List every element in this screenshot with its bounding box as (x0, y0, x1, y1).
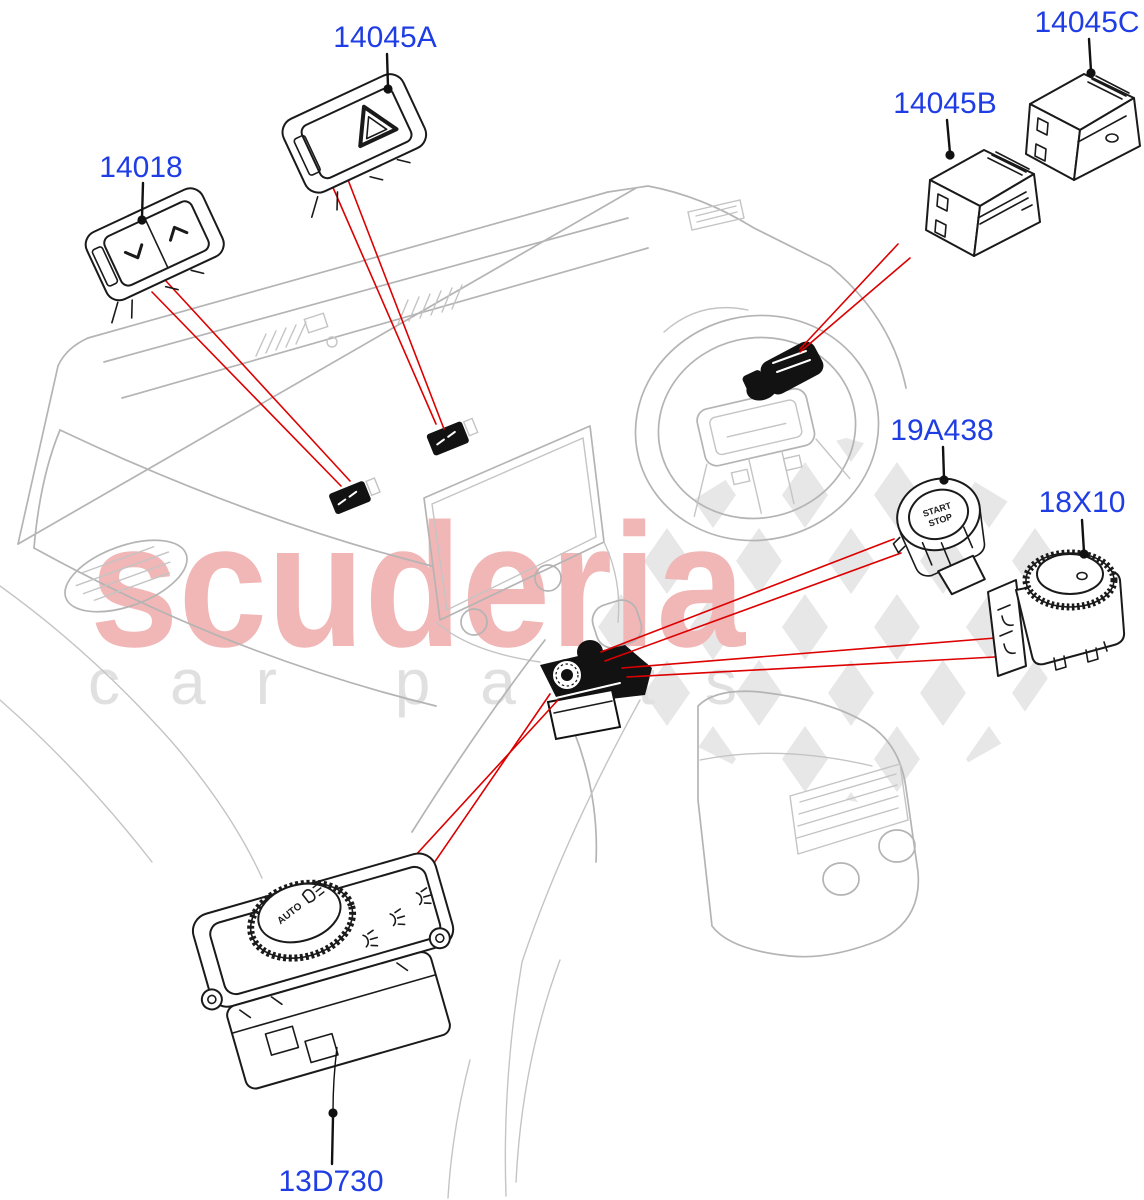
part-label-14018[interactable]: 14018 (99, 151, 182, 184)
part-18x10-rotary-switch[interactable] (987, 549, 1126, 677)
part-label-13d730[interactable]: 13D730 (278, 1165, 383, 1198)
part-19a438-start-stop-button[interactable]: START STOP (878, 468, 1003, 606)
center-screen (423, 425, 620, 663)
installed-dash-switch-left (329, 477, 381, 515)
part-14045b-switchpack[interactable] (925, 149, 1041, 257)
dashboard-outline (0, 185, 907, 879)
part-label-14045a[interactable]: 14045A (333, 21, 436, 54)
hazard-triangle-icon (358, 104, 399, 149)
fog-lamp-icon (415, 887, 432, 906)
part-label-19a438[interactable]: 19A438 (890, 414, 993, 447)
part-label-14045b[interactable]: 14045B (893, 87, 996, 120)
installed-dash-switch-right (426, 417, 479, 456)
chevron-up-icon (169, 225, 189, 242)
fog-lamp-icon (362, 929, 379, 948)
part-14018-rocker-switch[interactable] (74, 184, 237, 327)
part-label-14045c[interactable]: 14045C (1034, 6, 1139, 39)
part-14045c-switchpack[interactable] (1025, 73, 1141, 181)
part-14045a-hazard-switch[interactable] (270, 69, 440, 221)
dash-vent-grilles (255, 199, 745, 357)
part-13d730-headlamp-switch[interactable]: AUTO (178, 846, 481, 1096)
center-console (411, 599, 643, 1199)
installed-console-switch (540, 640, 652, 741)
headlight-icon (301, 883, 325, 904)
watermark-brand: scuderia (90, 488, 746, 684)
rear-console (697, 690, 920, 958)
part-label-18x10[interactable]: 18X10 (1039, 486, 1126, 519)
interior-line-art (0, 185, 920, 1199)
installed-steering-column-switch (742, 341, 824, 401)
watermark-tagline: car parts (88, 646, 787, 718)
callout-lines (137, 37, 1096, 1166)
leader-lines-red (151, 171, 1014, 912)
chevron-down-icon (123, 243, 144, 260)
speaker-grille (64, 539, 188, 613)
fog-lamp-icon (389, 908, 406, 927)
steering-wheel (634, 306, 880, 542)
